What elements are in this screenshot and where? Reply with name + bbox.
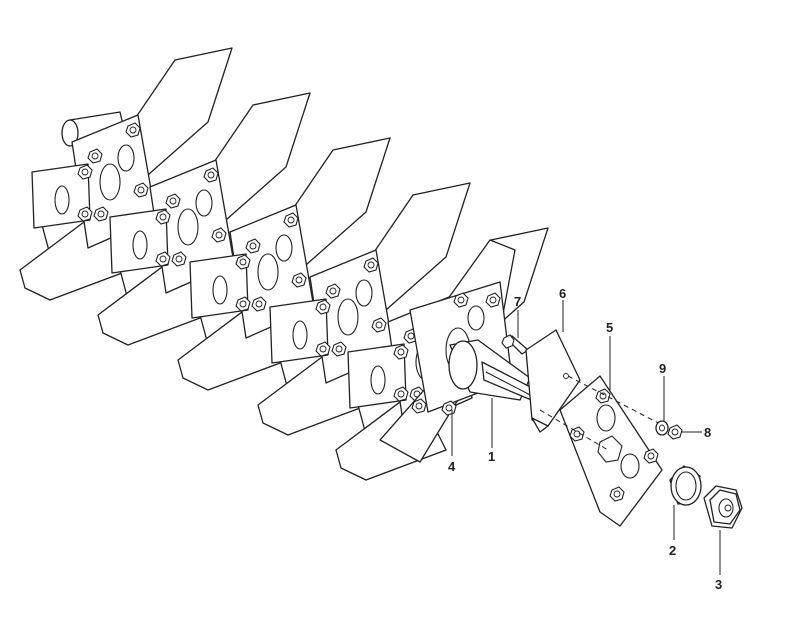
hex-nut-part-3 [703, 485, 743, 529]
callout-4: 4 [448, 459, 456, 474]
callout-5: 5 [606, 320, 613, 335]
plate-part-5 [559, 375, 663, 527]
callout-9: 9 [659, 361, 666, 376]
leader-lines [451, 300, 721, 575]
callout-1: 1 [488, 449, 495, 464]
callout-6: 6 [559, 286, 566, 301]
assembly-line-upper [567, 375, 669, 429]
nut-part-8 [667, 424, 683, 440]
callout-7: 7 [514, 294, 521, 309]
bearing-ring-part-2 [669, 465, 702, 506]
callout-2: 2 [669, 543, 676, 558]
bracket-part-6 [525, 329, 581, 433]
assembly-line-lower [539, 409, 609, 451]
callout-3: 3 [715, 577, 722, 592]
shaft [448, 339, 541, 403]
callout-8: 8 [704, 425, 711, 440]
bolt-part-7 [501, 334, 529, 355]
washer-part-9 [655, 420, 669, 436]
